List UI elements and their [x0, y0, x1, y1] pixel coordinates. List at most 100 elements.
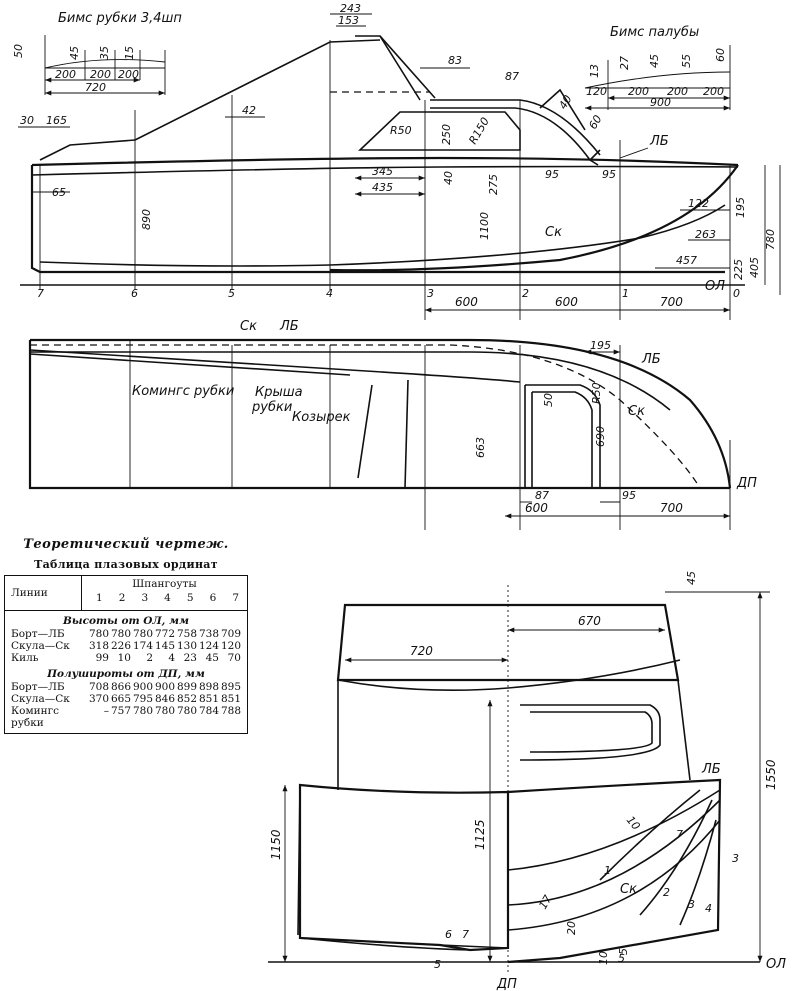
dim-label: 600 [455, 295, 478, 309]
dim-label: 55 [680, 54, 693, 68]
dim-label: 435 [372, 181, 393, 194]
table-cell [219, 717, 241, 729]
dim-label: 600 [555, 295, 578, 309]
frame-number: 7 [232, 592, 239, 604]
frame-number: 4 [164, 592, 171, 604]
dim-label: 20 [565, 921, 578, 935]
dim-label: 200 [55, 68, 76, 81]
dim-label: 700 [660, 501, 683, 515]
dim-label: 87 [535, 489, 549, 502]
plan-label: Козырек [292, 410, 351, 425]
dim-label: R150 [466, 115, 492, 146]
body-label: 3 [688, 898, 695, 911]
table-section-title: Полуширoты от ДП, мм [47, 668, 205, 680]
table-cell: 318 [88, 640, 109, 652]
line-label-sk: Ск [545, 225, 562, 240]
dim-label: 890 [140, 209, 153, 230]
dim-label: 95 [602, 168, 616, 181]
table-cell: 780 [132, 628, 153, 640]
dim-label: 87 [505, 70, 519, 83]
dim-label: 42 [242, 104, 256, 117]
body-label: 5 [618, 952, 625, 965]
dim-label: 663 [474, 437, 487, 458]
station-label: 3 [427, 287, 434, 300]
plan-label: ДП [736, 476, 757, 491]
table-cell: 866 [110, 681, 131, 693]
dim-label: 45 [648, 54, 661, 68]
dim-label: 13 [588, 64, 601, 78]
dim-label: 65 [52, 186, 66, 199]
frame-number: 5 [186, 592, 194, 604]
dim-label: 120 [586, 85, 607, 98]
table-cell: 895 [220, 681, 241, 693]
dim-label: 95 [622, 489, 636, 502]
table-cell: 130 [176, 640, 197, 652]
dim-label: 720 [410, 644, 433, 658]
table-cell: 226 [110, 640, 131, 652]
body-label: ДП [496, 977, 517, 991]
dim-label: 1125 [473, 819, 487, 850]
table-cell [109, 717, 131, 729]
station-label: 2 [522, 287, 529, 300]
table-cell: 10 [117, 652, 131, 664]
body-label: 6 [445, 928, 452, 941]
table-cell: 900 [132, 681, 153, 693]
table-cell: 70 [227, 652, 241, 664]
dim-label: 250 [440, 124, 453, 145]
station-label: 5 [228, 287, 235, 300]
frames-header: Шпангоуты [132, 578, 197, 590]
table-cell: 851 [220, 693, 241, 705]
table-cell: 780 [132, 705, 153, 717]
table-cell: 900 [154, 681, 175, 693]
dim-label: 15 [123, 46, 136, 60]
dim-label: 10 [597, 951, 610, 965]
dim-label: 153 [338, 14, 359, 27]
dim-label: 780 [764, 229, 777, 250]
table-cell: 788 [220, 705, 241, 717]
lines-header: Линии [5, 576, 82, 610]
ordinates-table: Линии Шпангоуты 1 2 3 4 5 6 7 Высоты от … [4, 575, 248, 734]
table-cell: 2 [146, 652, 153, 664]
station-label: 1 [622, 287, 629, 300]
dim-label: 200 [628, 85, 649, 98]
dim-label: 45 [685, 571, 698, 585]
table-cell: 899 [176, 681, 197, 693]
dim-label: 195 [734, 197, 747, 218]
table-cell [87, 717, 109, 729]
plan-label: рубки [251, 400, 292, 415]
dim-label: 45 [68, 46, 81, 60]
table-cell: 145 [154, 640, 175, 652]
table-subtitle: Таблица плазовых ординат [34, 558, 218, 571]
dim-label: R50 [390, 124, 412, 137]
dim-label: 405 [748, 257, 761, 278]
dim-label: 83 [448, 54, 462, 67]
dim-label: 345 [372, 165, 393, 178]
table-section-title: Высоты от ОЛ, мм [63, 615, 189, 627]
table-cell [197, 717, 219, 729]
frame-number: 2 [118, 592, 126, 604]
dim-label: 165 [46, 114, 67, 127]
dim-label: 10 [624, 814, 643, 833]
body-label: 5 [434, 958, 441, 971]
dim-label: 40 [556, 93, 574, 112]
row-line-name: Борт—ЛБ [11, 681, 65, 693]
frame-number: 1 [96, 592, 103, 604]
table-cell: 120 [220, 640, 241, 652]
table-row: рубки [5, 717, 247, 729]
dim-label: 457 [676, 254, 697, 267]
table-cell: 780 [176, 705, 197, 717]
dim-label: 27 [618, 56, 631, 70]
table-cell: – [103, 705, 109, 717]
dim-label: R50 [590, 382, 603, 404]
table-cell: 851 [198, 693, 219, 705]
table-cell: 174 [132, 640, 153, 652]
table-cell: 124 [198, 640, 219, 652]
row-line-name: Борт—ЛБ [11, 628, 65, 640]
dim-label: 50 [542, 393, 555, 407]
dim-label: 122 [688, 197, 709, 210]
dim-label: 225 [732, 259, 745, 280]
